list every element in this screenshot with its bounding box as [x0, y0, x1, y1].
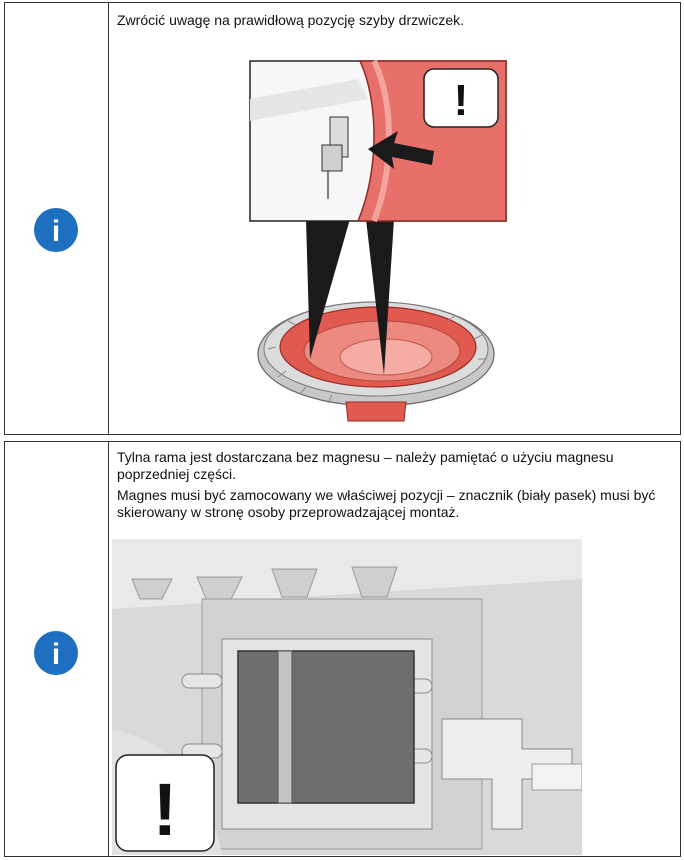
magnet-frame-illustration: ! [112, 539, 582, 855]
info-icon: i [34, 631, 78, 675]
instruction-text: Zwrócić uwagę na prawidłową pozycję szyb… [117, 12, 465, 28]
warning-badge: ! [115, 754, 215, 852]
instruction-row-2: i Tylna rama jest dostarczana bez magnes… [4, 441, 681, 857]
info-glyph: i [52, 638, 60, 671]
instruction-text-1: Tylna rama jest dostarczana bez magnesu … [117, 449, 614, 482]
warning-glyph: ! [153, 768, 178, 851]
icon-cell: i [5, 442, 109, 856]
door-glass-illustration: ! [249, 59, 507, 422]
door-seal-drawing [257, 301, 495, 422]
warning-badge: ! [423, 68, 499, 128]
info-icon: i [34, 208, 78, 252]
icon-cell: i [5, 3, 109, 434]
detail-inset: ! [249, 59, 507, 223]
arrow-left-icon [368, 131, 434, 169]
callout-beam-left [306, 219, 350, 359]
callout-beam-right [366, 219, 394, 375]
content-cell: Tylna rama jest dostarczana bez magnesu … [109, 442, 680, 856]
magnet [237, 650, 415, 804]
info-glyph: i [52, 215, 60, 248]
instruction-text-2: Magnes musi być zamocowany we właściwej … [117, 487, 656, 520]
content-cell: Zwrócić uwagę na prawidłową pozycję szyb… [109, 3, 680, 434]
warning-glyph: ! [454, 76, 469, 125]
instruction-row-1: i Zwrócić uwagę na prawidłową pozycję sz… [4, 2, 681, 435]
white-stripe-marker [277, 650, 293, 804]
